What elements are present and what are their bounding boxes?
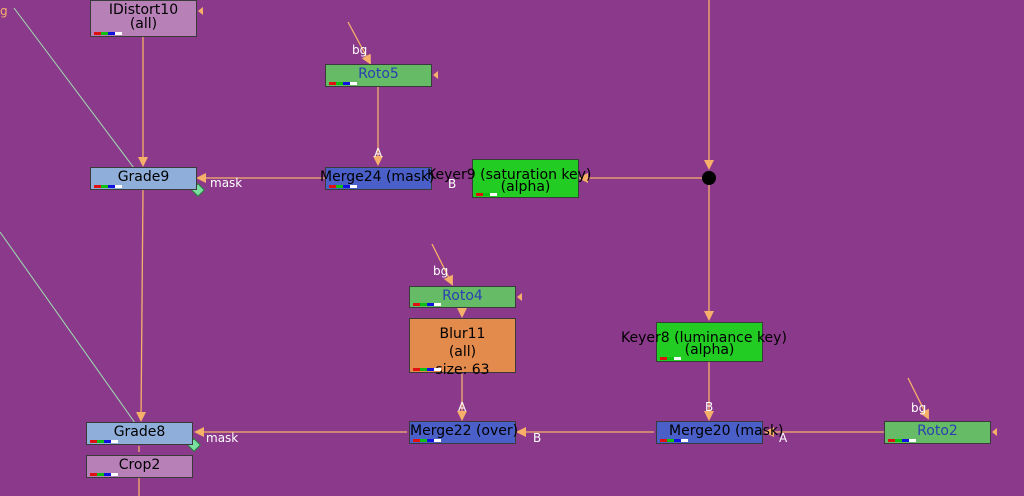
- channel-indicator: [90, 473, 118, 476]
- channel-indicator: [94, 32, 122, 35]
- node-label: Roto5: [358, 66, 399, 82]
- node-roto2[interactable]: Roto2: [884, 421, 997, 444]
- pipe-roto2-bg[interactable]: [907, 377, 929, 420]
- input-label-a-merge20: A: [779, 431, 788, 445]
- channel-indicator: [888, 439, 916, 442]
- channel-indicator: [329, 82, 357, 85]
- node-output-arrow: [992, 428, 997, 436]
- input-label-a-merge24: A: [374, 146, 383, 160]
- node-label: Merge22 (over): [410, 423, 519, 439]
- node-label: Grade8: [113, 424, 166, 440]
- node-label: Grade9: [117, 169, 170, 185]
- node-label: Roto2: [917, 423, 958, 439]
- node-sublabel: (all): [448, 344, 477, 360]
- node-label: Keyer9 (saturation key): [427, 167, 592, 183]
- node-keyer8[interactable]: Keyer8 (luminance key) (alpha): [621, 322, 787, 362]
- node-output-arrow: [517, 293, 522, 301]
- input-label-b-merge24: B: [448, 177, 457, 191]
- dot-node[interactable]: [702, 171, 716, 185]
- input-label-bg-roto2: bg: [911, 401, 927, 415]
- expression-link-line: [0, 231, 141, 431]
- node-blur11[interactable]: Blur11 (all) size: 63: [409, 318, 516, 378]
- channel-indicator: [413, 303, 441, 306]
- channel-indicator: [413, 368, 441, 371]
- node-merge20[interactable]: Merge20 (mask): [656, 421, 784, 444]
- expression-link-line: [13, 7, 141, 177]
- input-label-mask-grade9: mask: [210, 176, 243, 190]
- input-label-a-merge22: A: [458, 400, 467, 414]
- node-sublabel: (alpha): [684, 342, 735, 358]
- node-crop2[interactable]: Crop2: [86, 455, 193, 478]
- input-label-mask-grade8: mask: [206, 431, 239, 445]
- input-label-bg-roto4: bg: [433, 264, 449, 278]
- node-merge24[interactable]: Merge24 (mask): [320, 167, 435, 190]
- channel-indicator: [94, 185, 122, 188]
- channel-indicator: [329, 185, 357, 188]
- node-label: Roto4: [442, 288, 483, 304]
- node-label: Blur11: [439, 326, 486, 342]
- input-label-b-merge20: B: [705, 400, 714, 414]
- channel-indicator: [660, 439, 688, 442]
- channel-indicator: [660, 357, 681, 360]
- node-idistort10[interactable]: IDistort10 (all): [90, 0, 203, 37]
- channel-indicator: [476, 193, 497, 196]
- pipe-grade9-grade8[interactable]: [136, 189, 147, 422]
- input-label-g: g: [0, 4, 8, 18]
- node-sublabel: (all): [129, 16, 158, 32]
- node-label: Merge24 (mask): [320, 169, 435, 185]
- input-label-b-merge22: B: [533, 431, 542, 445]
- node-label: Merge20 (mask): [669, 423, 784, 439]
- channel-indicator: [413, 439, 441, 442]
- node-grade8[interactable]: Grade8: [86, 422, 193, 445]
- node-roto5[interactable]: Roto5: [325, 64, 438, 87]
- node-label: Keyer8 (luminance key): [621, 330, 787, 346]
- node-label: IDistort10: [108, 2, 179, 18]
- node-merge22[interactable]: Merge22 (over): [409, 421, 519, 444]
- node-grade9[interactable]: Grade9: [90, 167, 197, 190]
- node-sublabel: (alpha): [500, 179, 551, 195]
- input-label-bg-roto5: bg: [352, 43, 368, 57]
- node-roto4[interactable]: Roto4: [409, 286, 522, 308]
- node-output-arrow: [433, 71, 438, 79]
- pipe-roto4-bg[interactable]: [431, 243, 453, 286]
- node-parameter-label: size: 63: [435, 362, 490, 378]
- node-label: Crop2: [118, 457, 161, 473]
- pipe-roto5-bg[interactable]: [347, 21, 371, 65]
- channel-indicator: [90, 440, 118, 443]
- node-keyer9[interactable]: Keyer9 (saturation key) (alpha): [427, 159, 591, 198]
- node-output-arrow: [198, 7, 203, 15]
